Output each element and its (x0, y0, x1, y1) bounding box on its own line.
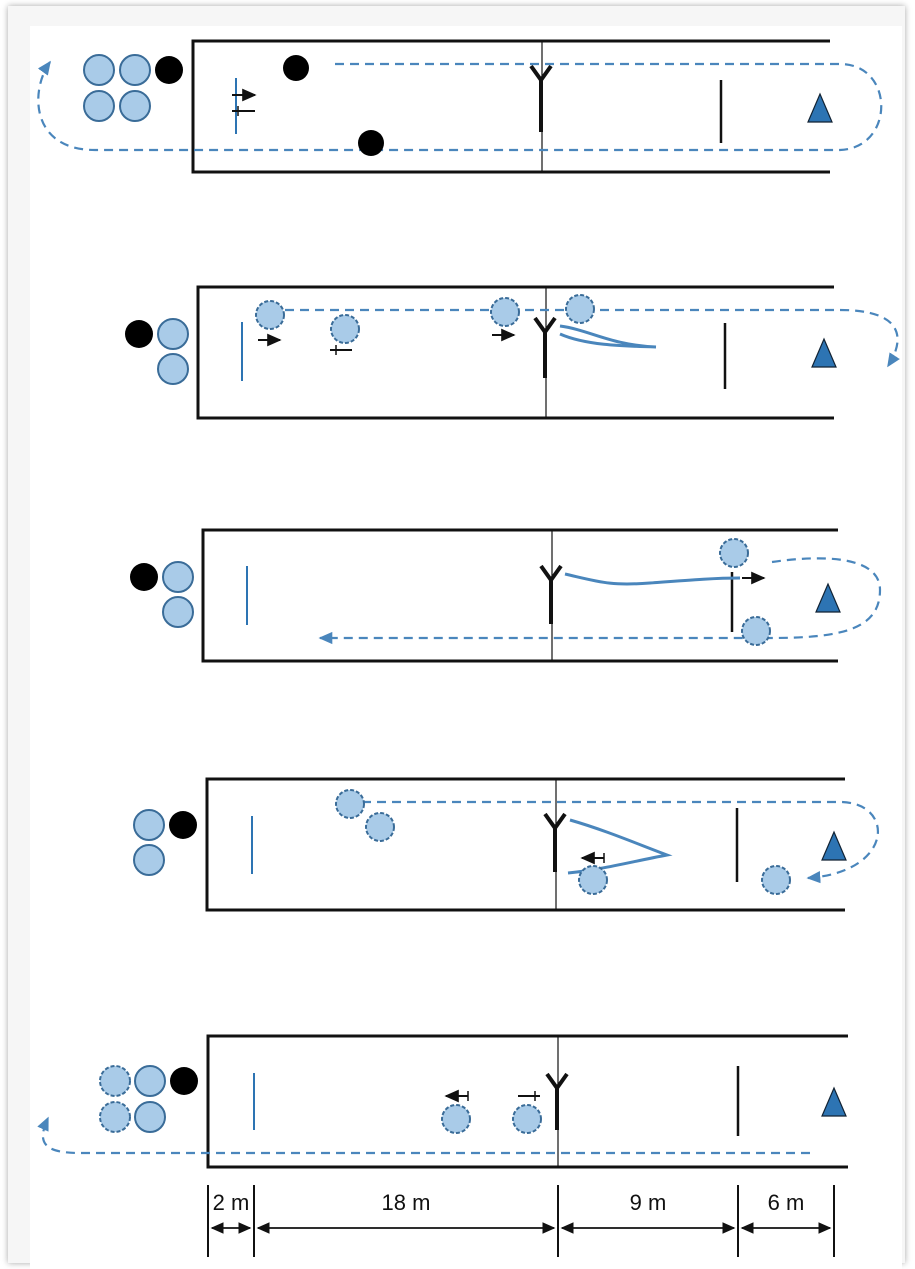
panel-3 (130, 528, 882, 663)
dimension-label-2m: 2 m (213, 1190, 250, 1215)
field-outline (201, 528, 838, 663)
player-group (99, 1065, 198, 1133)
player-circle (761, 865, 791, 895)
player-group (83, 54, 183, 122)
field-outline (196, 285, 834, 420)
cone-triangle (821, 1086, 847, 1117)
cone-triangle (821, 830, 847, 861)
player-circle (330, 314, 360, 344)
dimension-label-6m: 6 m (768, 1190, 805, 1215)
run-arrow-icon (518, 1091, 540, 1101)
field-outline (191, 39, 830, 174)
panel-1 (37, 39, 883, 174)
ball-path (559, 324, 657, 349)
panel-5 (37, 1034, 848, 1169)
ball-path (564, 572, 741, 586)
cone-triangle (807, 92, 833, 123)
player-circle (365, 812, 395, 842)
player-circle (565, 294, 595, 324)
run-arrow-icon (580, 851, 605, 865)
run-arrow-icon (232, 88, 257, 116)
movement-path (318, 557, 882, 645)
player-group (133, 809, 197, 876)
player-circle (441, 1104, 471, 1134)
cone-triangle (811, 337, 837, 368)
movement-path (285, 308, 900, 368)
player-group (125, 318, 189, 385)
field-outline (205, 777, 845, 912)
post-y-icon (539, 564, 563, 624)
movement-path (362, 800, 879, 884)
cone-triangle (815, 582, 841, 613)
player-circle (255, 300, 285, 330)
player-group (130, 561, 194, 628)
post-y-icon (533, 316, 557, 378)
run-arrow-icon (444, 1089, 469, 1103)
player-circle (512, 1104, 542, 1134)
player-circle (719, 538, 749, 568)
ball-path (567, 818, 673, 875)
dimension-label-9m: 9 m (630, 1190, 667, 1215)
panel-4 (133, 777, 879, 912)
post-y-icon (545, 1072, 569, 1130)
defender-circle (283, 55, 309, 81)
post-y-icon (543, 812, 567, 872)
player-circle (578, 865, 608, 895)
dimension-bar: 2 m 18 m 9 m 6 m (207, 1185, 835, 1257)
player-circle (335, 789, 365, 819)
post-y-icon (529, 64, 553, 132)
defender-circle (358, 130, 384, 156)
movement-path (37, 1116, 810, 1155)
panel-2 (125, 285, 900, 420)
run-arrow-icon (330, 345, 352, 355)
field-outline (206, 1034, 848, 1169)
diagram-canvas (30, 26, 902, 1269)
movement-path (37, 60, 883, 152)
player-circle (741, 616, 771, 646)
dimension-label-18m: 18 m (382, 1190, 431, 1215)
player-circle (490, 297, 520, 327)
